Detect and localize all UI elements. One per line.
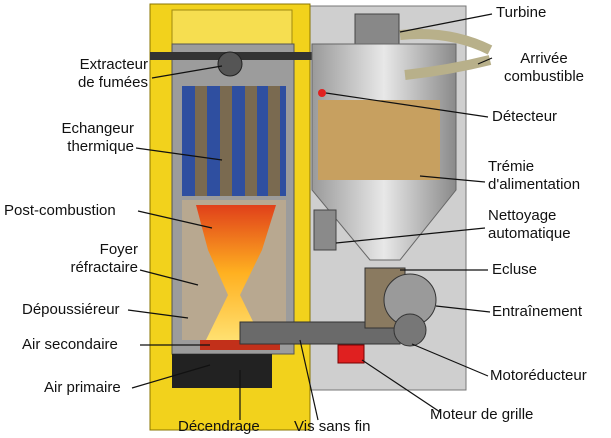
label-detecteur: Détecteur xyxy=(492,108,558,125)
ash-box xyxy=(172,354,272,388)
cleaning-motor xyxy=(313,209,337,251)
label-line: d'alimentation xyxy=(488,176,581,193)
label-line: Extracteur xyxy=(79,56,148,73)
label-vis-sans-fin: Vis sans fin xyxy=(294,418,371,435)
turbine-unit xyxy=(354,13,400,45)
label-post-combustion: Post-combustion xyxy=(4,202,116,219)
fan-extractor xyxy=(217,51,243,77)
grate xyxy=(200,340,280,350)
label-turbine: Turbine xyxy=(496,4,547,21)
label-line: de fumées xyxy=(77,74,148,91)
label-line: Nettoyage xyxy=(488,207,557,224)
grate-motor xyxy=(337,344,365,364)
gear-motor xyxy=(393,313,427,347)
leader-lines xyxy=(127,13,493,421)
label-line: combustible xyxy=(503,68,585,85)
label-motoreducteur: Motoréducteur xyxy=(490,367,587,384)
label-line: Echangeur xyxy=(61,120,134,137)
label-line: réfractaire xyxy=(70,259,138,276)
label-decendrage: Décendrage xyxy=(178,418,260,435)
label-line: Foyer xyxy=(99,241,138,258)
label-moteur-grille: Moteur de grille xyxy=(430,406,534,423)
label-air-secondaire: Air secondaire xyxy=(22,336,118,353)
label-line: thermique xyxy=(67,138,134,155)
fuel-pipe xyxy=(399,29,493,55)
label-air-primaire: Air primaire xyxy=(44,379,121,396)
label-line: Trémie xyxy=(488,158,535,175)
label-entrainement: Entraînement xyxy=(492,303,583,320)
label-depoussiereur: Dépoussiéreur xyxy=(22,301,120,318)
flue-pipe xyxy=(150,52,330,60)
flame xyxy=(196,205,276,340)
label-line: Arrivée xyxy=(520,50,568,67)
pellets xyxy=(318,100,440,180)
detector xyxy=(318,89,326,97)
label-line: automatique xyxy=(488,225,571,242)
label-ecluse: Ecluse xyxy=(492,261,538,278)
